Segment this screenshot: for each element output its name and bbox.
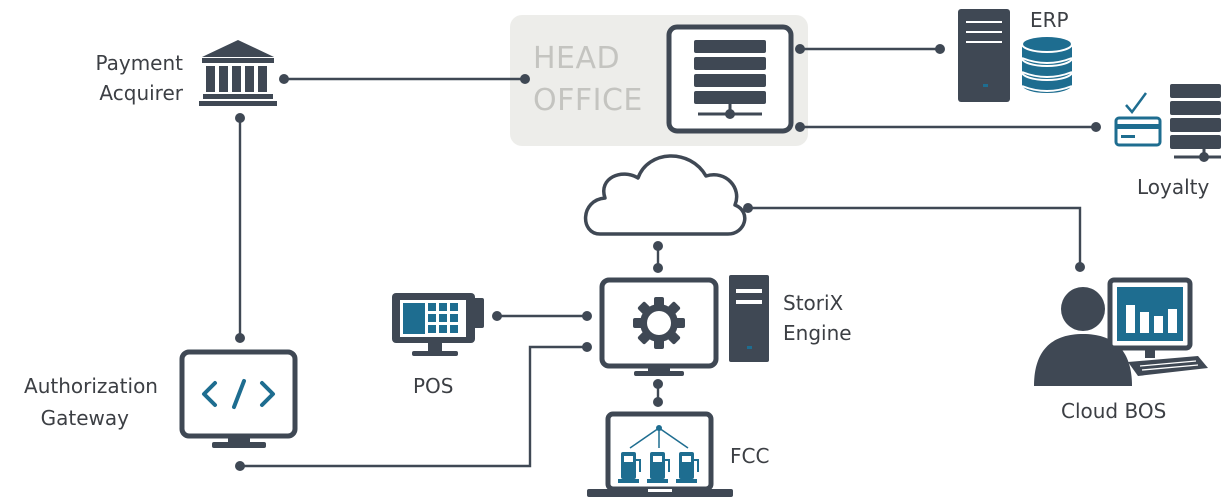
pos-node: POS xyxy=(392,293,484,398)
cloud-bos-node: Cloud BOS xyxy=(1034,277,1208,423)
erp-node: ERP xyxy=(958,8,1073,102)
wire-cloud-bos xyxy=(748,206,1082,267)
loyalty-card-server-icon xyxy=(1114,84,1221,162)
payment-acquirer-label-line1: Payment xyxy=(95,51,183,75)
storix-engine-label-line2: Engine xyxy=(783,321,852,345)
head-office-label-line1: HEAD xyxy=(533,41,620,76)
storix-engine-node: StoriX Engine xyxy=(599,275,852,376)
authorization-gateway-label-line2: Gateway xyxy=(41,406,130,430)
fcc-node: FCC xyxy=(587,411,769,497)
tower-server-icon xyxy=(729,275,769,362)
storix-engine-label-line1: StoriX xyxy=(783,291,844,315)
user-dashboard-icon xyxy=(1034,277,1208,386)
payment-acquirer-node: Payment Acquirer xyxy=(95,40,277,106)
server-icon xyxy=(666,24,794,134)
head-office-node: HEAD OFFICE xyxy=(533,24,794,134)
gear-monitor-icon xyxy=(599,277,719,376)
loyalty-label: Loyalty xyxy=(1137,175,1210,199)
loyalty-node: Loyalty xyxy=(1114,84,1221,199)
pos-label: POS xyxy=(413,374,454,398)
cloud-icon xyxy=(583,154,747,236)
bank-icon xyxy=(199,40,277,106)
authorization-gateway-label-line1: Authorization xyxy=(24,374,158,398)
authorization-gateway-node: Authorization Gateway xyxy=(24,349,298,448)
erp-label: ERP xyxy=(1030,8,1069,32)
fuel-pumps-laptop-icon xyxy=(587,411,733,497)
fcc-label: FCC xyxy=(730,444,769,468)
head-office-label-line2: OFFICE xyxy=(533,83,643,118)
code-monitor-icon xyxy=(179,349,298,448)
wire-gateway-storix xyxy=(240,345,587,468)
cloud-bos-label: Cloud BOS xyxy=(1061,399,1166,423)
cloud-node xyxy=(583,154,747,236)
connectors xyxy=(235,44,1101,471)
database-server-icon xyxy=(958,9,1073,102)
payment-acquirer-label-line2: Acquirer xyxy=(99,81,183,105)
pos-terminal-icon xyxy=(392,293,484,356)
